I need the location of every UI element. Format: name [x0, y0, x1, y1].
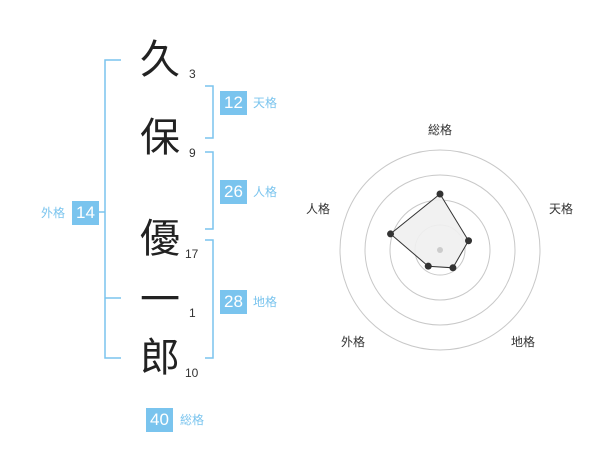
soukaku-label: 総格 — [180, 413, 205, 427]
jinkaku-bracket — [205, 151, 214, 230]
radar-polygon — [389, 193, 470, 269]
stroke-count-2: 9 — [189, 146, 196, 160]
radar-center-dot — [437, 247, 443, 253]
tenkaku-bracket — [205, 85, 214, 139]
gaikaku-bracket — [104, 59, 121, 359]
name-char-3: 優 — [140, 216, 180, 262]
radar-point-1 — [436, 190, 444, 198]
chikaku-label: 地格 — [253, 295, 278, 309]
radar-point-3 — [449, 264, 457, 272]
jinkaku-value: 26 — [220, 180, 247, 204]
radar-ring — [364, 174, 516, 326]
gaikaku-value: 14 — [72, 201, 99, 225]
radar-point-2 — [465, 237, 473, 245]
chikaku-value: 28 — [220, 290, 247, 314]
stroke-count-4: 1 — [189, 306, 196, 320]
radar-label-soukaku: 総格 — [428, 123, 453, 137]
tenkaku-label: 天格 — [253, 96, 278, 110]
name-char-5: 郎 — [140, 335, 180, 381]
stroke-count-3: 17 — [185, 247, 199, 261]
name-char-2: 保 — [140, 115, 180, 161]
chikaku-bracket — [205, 239, 214, 359]
jinkaku-label: 人格 — [253, 185, 278, 199]
radar-ring — [339, 149, 541, 351]
name-char-4: 一 — [140, 277, 180, 323]
radar-label-tenkaku: 天格 — [549, 202, 574, 216]
stroke-count-5: 10 — [185, 366, 199, 380]
radar-label-chikaku: 地格 — [511, 335, 536, 349]
soukaku-value: 40 — [146, 408, 173, 432]
name-char-1: 久 — [140, 37, 180, 83]
radar-label-jinkaku: 人格 — [306, 202, 331, 216]
radar-point-4 — [424, 262, 432, 270]
radar-point-5 — [387, 230, 395, 238]
tenkaku-value: 12 — [220, 91, 247, 115]
gaikaku-label: 外格 — [41, 206, 66, 220]
radar-label-gaikaku: 外格 — [341, 335, 366, 349]
stroke-count-1: 3 — [189, 67, 196, 81]
